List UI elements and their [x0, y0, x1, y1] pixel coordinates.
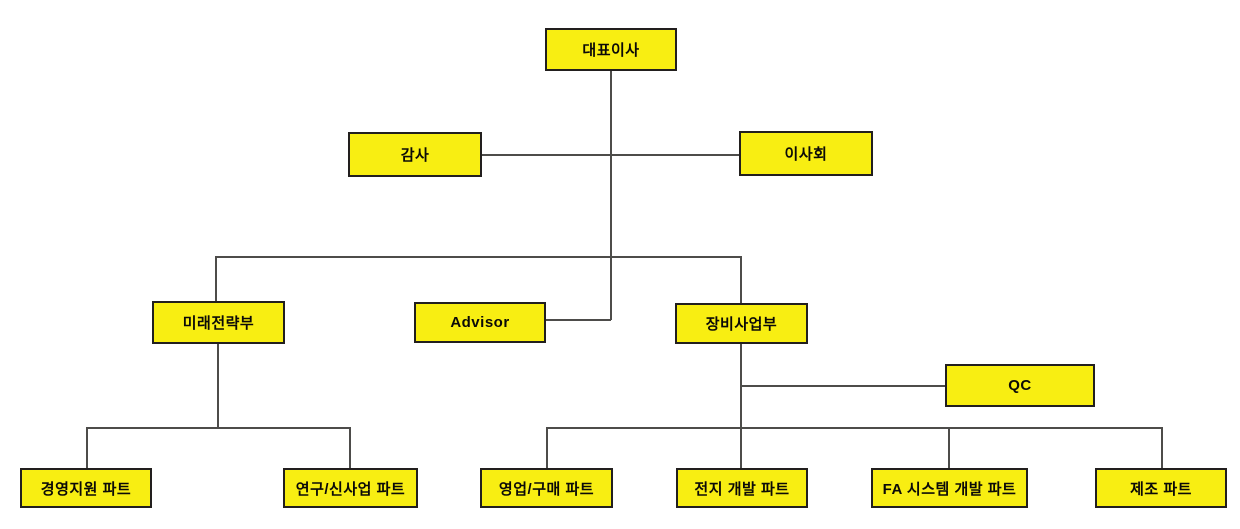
org-node-manufacturing: 제조 파트: [1095, 468, 1227, 508]
connector-equipment-down: [740, 343, 742, 468]
connector-drop-fa-system: [948, 427, 950, 468]
connector-future-strategy-down: [217, 343, 219, 428]
connector-drop-research: [349, 427, 351, 468]
connector-qc: [740, 385, 945, 387]
connector-ceo-trunk: [610, 70, 612, 320]
org-node-equipment-business: 장비사업부: [675, 303, 808, 344]
org-node-research-new-business-label: 연구/신사업 파트: [295, 480, 406, 498]
org-node-qc-label: QC: [1008, 377, 1032, 394]
connector-drop-manufacturing: [1161, 427, 1163, 468]
org-node-board: 이사회: [739, 131, 873, 176]
org-node-auditor: 감사: [348, 132, 482, 177]
connector-branch-right-parts: [546, 427, 1162, 429]
org-node-future-strategy-label: 미래전략부: [182, 315, 255, 332]
org-node-battery-development: 전지 개발 파트: [676, 468, 808, 508]
org-node-advisor-label: Advisor: [450, 314, 510, 331]
org-node-advisor: Advisor: [414, 302, 546, 343]
org-node-research-new-business: 연구/신사업 파트: [283, 468, 418, 508]
org-node-fa-system-development-label: FA 시스템 개발 파트: [882, 480, 1017, 498]
org-node-board-label: 이사회: [784, 146, 828, 163]
connector-branch-left-parts: [86, 427, 350, 429]
org-node-qc: QC: [945, 364, 1095, 407]
connector-branch-level2: [215, 256, 742, 258]
connector-drop-future-strategy: [215, 256, 217, 302]
org-node-battery-development-label: 전지 개발 파트: [694, 480, 790, 498]
org-node-sales-purchasing-label: 영업/구매 파트: [498, 480, 595, 498]
org-node-manufacturing-label: 제조 파트: [1130, 480, 1192, 498]
connector-drop-sales: [546, 427, 548, 468]
connector-drop-mgmt-support: [86, 427, 88, 468]
connector-drop-equipment: [740, 256, 742, 304]
org-node-future-strategy: 미래전략부: [152, 301, 285, 344]
org-node-equipment-business-label: 장비사업부: [705, 316, 778, 333]
org-node-management-support: 경영지원 파트: [20, 468, 152, 508]
connector-advisor: [546, 319, 611, 321]
org-node-management-support-label: 경영지원 파트: [40, 480, 132, 498]
org-node-fa-system-development: FA 시스템 개발 파트: [871, 468, 1028, 508]
org-node-auditor-label: 감사: [400, 147, 430, 164]
connector-auditor-board: [481, 154, 740, 156]
org-node-sales-purchasing: 영업/구매 파트: [480, 468, 613, 508]
org-node-ceo-label: 대표이사: [582, 42, 640, 59]
org-node-ceo: 대표이사: [545, 28, 677, 71]
